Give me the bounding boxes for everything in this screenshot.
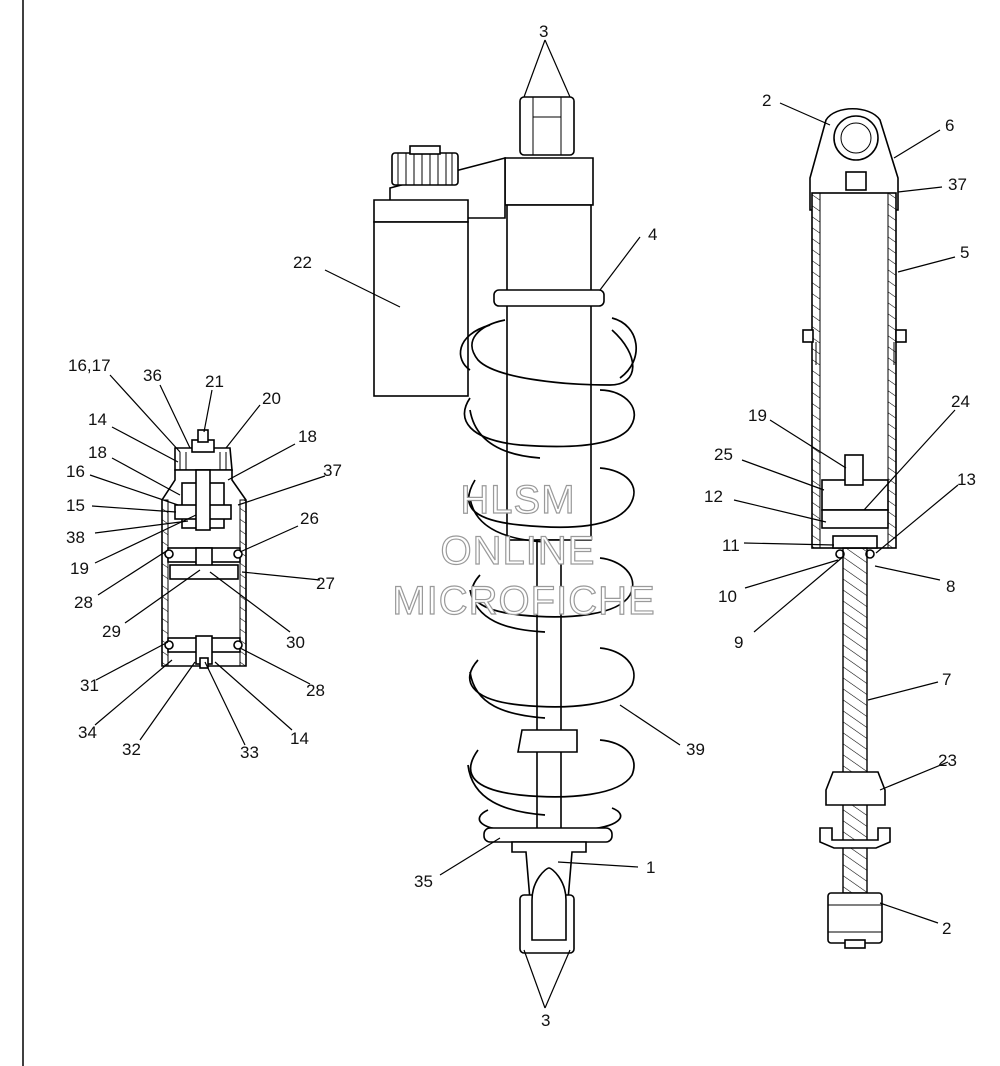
callout-28-left: 28 [74,593,93,612]
callout-2-bottom: 2 [942,919,951,938]
callout-32: 32 [122,740,141,759]
callout-10: 10 [718,587,737,606]
callout-29: 29 [102,622,121,641]
callout-16-17: 16,17 [68,356,111,375]
watermark-line-2: ONLINE [441,529,596,573]
callout-21: 21 [205,372,224,391]
watermark-line-3: MICROFICHE [392,579,655,623]
callout-28-right: 28 [306,681,325,700]
callout-13: 13 [957,470,976,489]
callout-labels: 3 4 22 39 35 1 3 2 6 37 5 19 24 25 13 12… [66,22,976,1030]
callout-18-left: 18 [88,443,107,462]
watermark-line-1: HLSM [460,478,575,522]
callout-33: 33 [240,743,259,762]
callout-23: 23 [938,751,957,770]
callout-30: 30 [286,633,305,652]
leader-lines [89,39,959,1009]
callout-1: 1 [646,858,655,877]
callout-16: 16 [66,462,85,481]
callout-39: 39 [686,740,705,759]
callout-15: 15 [66,496,85,515]
callout-20: 20 [262,389,281,408]
callout-14-top: 14 [88,410,107,429]
callout-3-top: 3 [539,22,548,41]
callout-34: 34 [78,723,97,742]
callout-35: 35 [414,872,433,891]
callout-11: 11 [722,536,740,555]
callout-4: 4 [648,225,657,244]
watermark: HLSM ONLINE MICROFICHE [392,477,656,623]
left-sectioned-reservoir [161,429,247,669]
center-shock-assembly [373,96,637,954]
callout-37-right: 37 [948,175,967,194]
callout-6: 6 [945,116,954,135]
right-sectioned-body [802,108,907,949]
callout-24: 24 [951,392,970,411]
callout-2-top: 2 [762,91,771,110]
callout-27: 27 [316,574,335,593]
callout-36: 36 [143,366,162,385]
callout-19-left: 19 [70,559,89,578]
callout-3-bottom: 3 [541,1011,550,1030]
callout-18-right: 18 [298,427,317,446]
callout-19-right: 19 [748,406,767,425]
callout-37-left: 37 [323,461,342,480]
callout-7: 7 [942,670,951,689]
callout-12: 12 [704,487,723,506]
callout-31: 31 [80,676,99,695]
callout-9: 9 [734,633,743,652]
callout-8: 8 [946,577,955,596]
callout-5: 5 [960,243,969,262]
callout-26: 26 [300,509,319,528]
callout-22: 22 [293,253,312,272]
callout-25: 25 [714,445,733,464]
callout-38: 38 [66,528,85,547]
callout-14-bottom: 14 [290,729,309,748]
